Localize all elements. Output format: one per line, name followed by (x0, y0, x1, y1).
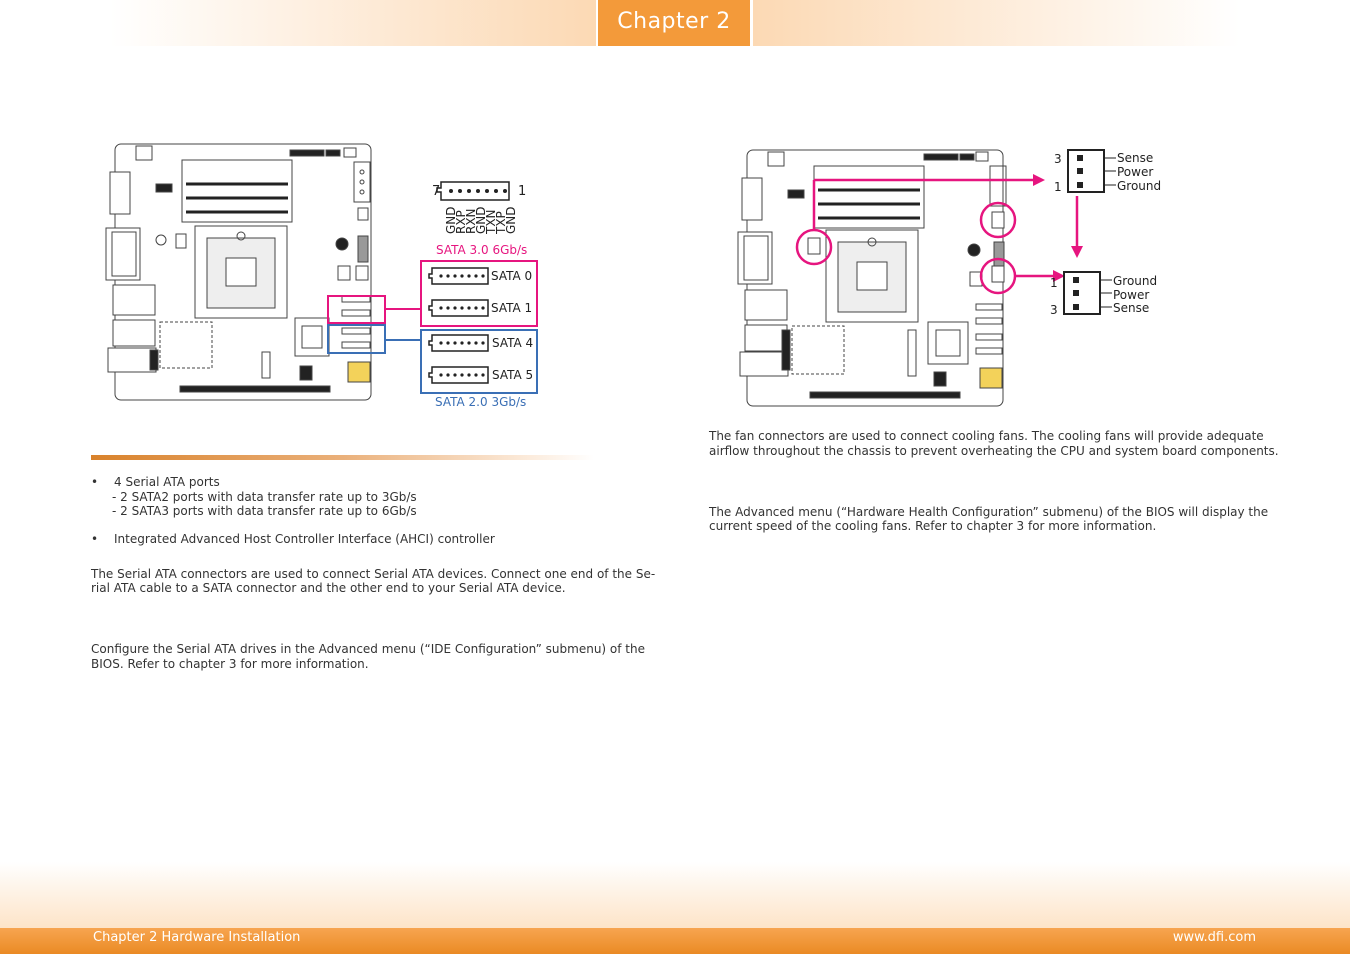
footer-website: www.dfi.com (1172, 930, 1256, 945)
sata-signal: GND (444, 206, 458, 234)
sata-feature-sub: - 2 SATA3 ports with data transfer rate … (112, 504, 417, 518)
ahci-bullet-bullet: • (91, 532, 99, 546)
section-divider (91, 455, 594, 460)
footer-gradient (0, 862, 1350, 930)
fan-top-signal: Power (1117, 165, 1153, 179)
fan-description-line: airflow throughout the chassis to preven… (709, 444, 1279, 458)
fan-top-pin-3: 3 (1054, 152, 1062, 166)
sata-bios-line: Configure the Serial ATA drives in the A… (91, 642, 645, 656)
sata-signal: GND (504, 206, 518, 234)
footer-bar (0, 928, 1350, 954)
fan-top-signal: Ground (1117, 179, 1161, 193)
fan-bios-line: current speed of the cooling fans. Refer… (709, 519, 1157, 533)
sata-bullet-bullet: • (91, 475, 99, 489)
fan-bottom-pin-1: 1 (1050, 276, 1058, 290)
sata-port-label: SATA 4 (492, 336, 533, 350)
fan-bios-line: The Advanced menu (“Hardware Health Conf… (709, 505, 1269, 519)
fan-top-pin-1: 1 (1054, 180, 1062, 194)
sata-signal: RXN (464, 208, 478, 234)
sata-signal: TXN (484, 209, 498, 235)
fan-top-signal: Sense (1117, 151, 1153, 165)
sata-board-diagram: 7 1 GND RXP RXN GND TXN TXP GND SATA 3.0… (105, 143, 538, 409)
sata-signal: TXP (494, 211, 508, 235)
sata-pin-first: 7 (432, 184, 440, 199)
sata-description-line: rial ATA cable to a SATA connector and t… (91, 581, 566, 595)
sata-feature-ports: 4 Serial ATA ports (114, 475, 220, 489)
fan-bottom-pin-3: 3 (1050, 303, 1058, 317)
header-band-right (753, 0, 1240, 46)
sata-signal: RXP (454, 210, 468, 234)
fan-bottom-signal: Sense (1113, 301, 1149, 315)
fan-bottom-signal: Ground (1113, 274, 1157, 288)
sata-description-line: The Serial ATA connectors are used to co… (91, 567, 656, 581)
header-band-left (110, 0, 596, 46)
fan-board-diagram: 3 1 Sense Power Ground 1 3 Ground Power … (737, 149, 1161, 407)
sata3-group-label: SATA 3.0 6Gb/s (436, 243, 527, 257)
sata-port-label: SATA 0 (491, 269, 532, 283)
fan-bottom-signal: Power (1113, 288, 1149, 302)
sata-bios-line: BIOS. Refer to chapter 3 for more inform… (91, 657, 369, 671)
footer-chapter-title: Chapter 2 Hardware Installation (93, 930, 301, 945)
fan-description-line: The fan connectors are used to connect c… (709, 429, 1264, 443)
sata-feature-ahci: Integrated Advanced Host Controller Inte… (114, 532, 495, 546)
chapter-tab: Chapter 2 (598, 0, 750, 46)
sata2-group-label: SATA 2.0 3Gb/s (435, 395, 526, 409)
sata-signal: GND (474, 206, 488, 234)
sata-port-label: SATA 5 (492, 368, 533, 382)
sata-port-label: SATA 1 (491, 301, 532, 315)
sata-feature-sub: - 2 SATA2 ports with data transfer rate … (112, 490, 417, 504)
sata-pin-last: 1 (518, 184, 526, 199)
